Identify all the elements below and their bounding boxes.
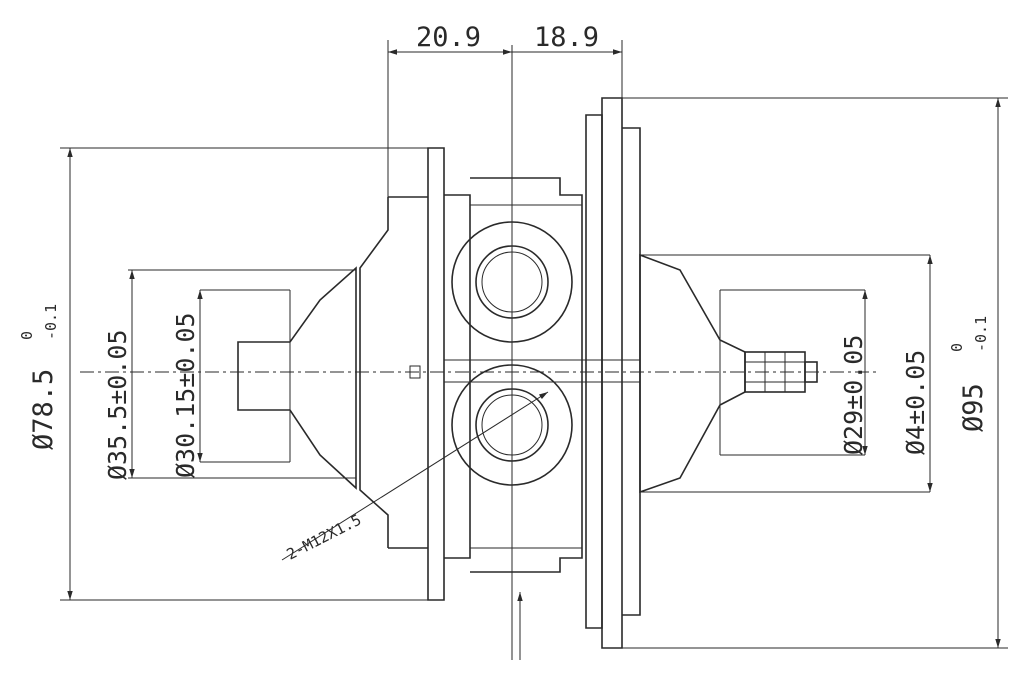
dim-95-label: Ø95 <box>958 383 989 432</box>
dim-35-5-label: Ø35.5±0.05 <box>103 329 132 480</box>
dim-18-9-label: 18.9 <box>534 22 599 53</box>
thread-leader <box>281 391 549 561</box>
dim-top <box>387 40 623 197</box>
dim-78-5-label: Ø78.5 <box>28 369 59 450</box>
dim-29-label: Ø29±0.05 <box>839 335 868 455</box>
compressor-wheel <box>128 266 357 490</box>
dim-20-9-label: 20.9 <box>416 22 481 53</box>
dim-4-label: Ø4±0.05 <box>901 350 930 455</box>
dim-95-lower: -0.1 <box>972 316 990 352</box>
dim-95-upper: 0 <box>948 343 966 352</box>
compressor-wheel-housing <box>359 147 583 601</box>
dim-30-15-label: Ø30.15±0.05 <box>171 312 200 478</box>
dim-95 <box>622 97 1008 649</box>
dim-78-5 <box>60 147 428 601</box>
dim-78-5-lower: -0.1 <box>42 304 60 340</box>
dim-78-5-upper: 0 <box>18 331 36 340</box>
thread-label: 2-M12X1.5 <box>284 511 365 564</box>
turbine-backplate <box>585 97 641 649</box>
